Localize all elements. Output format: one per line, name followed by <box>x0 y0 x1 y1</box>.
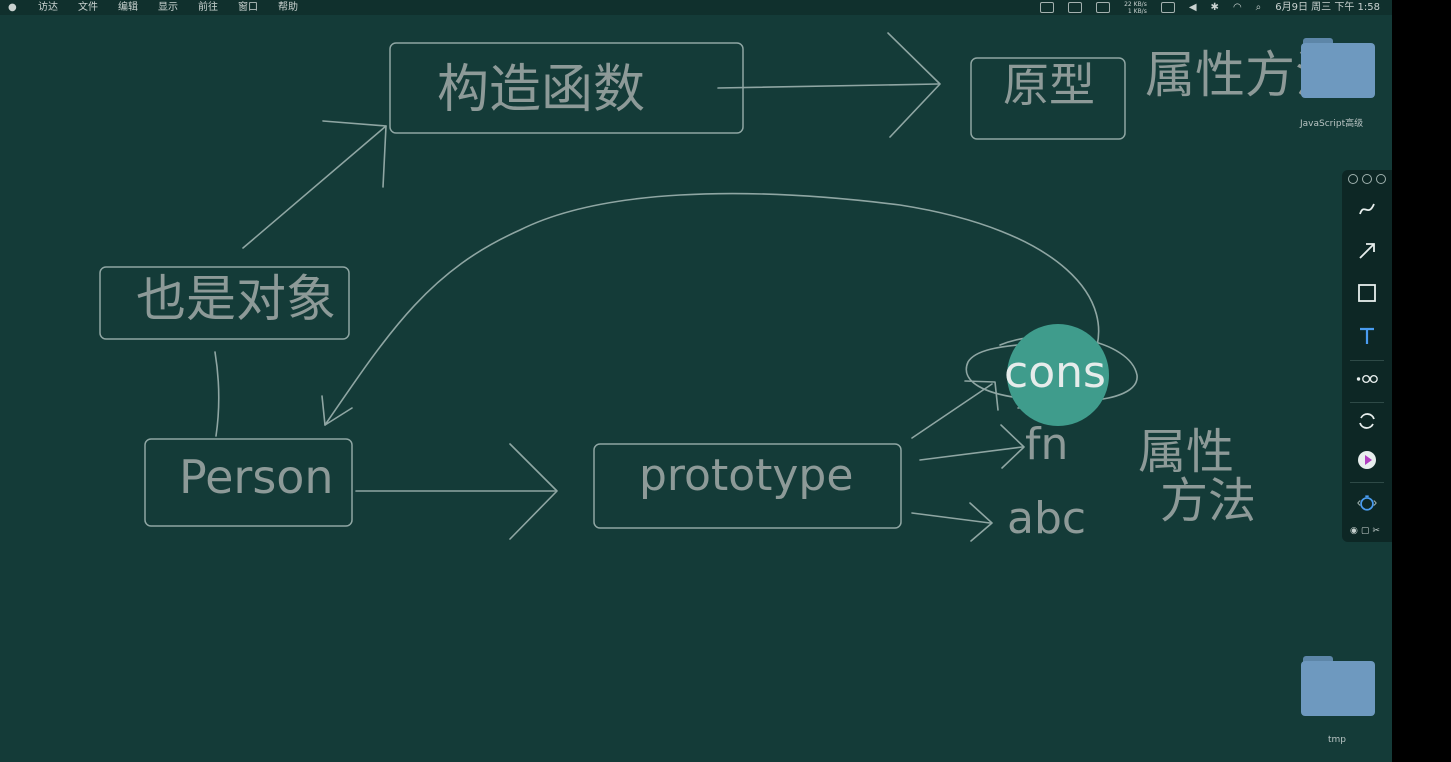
screen-icon[interactable] <box>1040 2 1055 13</box>
bluetooth-icon[interactable]: ✱ <box>1210 2 1219 13</box>
apple-menu-icon[interactable]: ● <box>8 2 17 13</box>
rectangle-icon[interactable] <box>1354 280 1380 306</box>
network-speed: 22 KB/s 1 KB/s <box>1124 1 1147 15</box>
curve-cons-to-person <box>324 192 1100 426</box>
prototype-label: prototype <box>639 450 854 501</box>
folder-tab <box>1303 656 1333 664</box>
cursor-spotlight <box>1007 324 1109 426</box>
net-up: 22 KB/s <box>1124 0 1147 8</box>
spotlight-search-icon[interactable]: ⌕ <box>1255 2 1262 13</box>
constructor-label: 构造函数 <box>437 60 646 120</box>
arrow-constructor-to-prototype <box>717 83 939 89</box>
net-down: 1 KB/s <box>1127 7 1147 15</box>
arrowhead-person-prototype <box>509 443 558 540</box>
cons-label: cons <box>1004 347 1106 398</box>
arrow-object-to-constructor <box>242 125 387 249</box>
pen-icon[interactable] <box>1354 196 1380 222</box>
menu-finder[interactable]: 访达 <box>38 2 58 13</box>
wifi-icon[interactable]: ◠ <box>1232 2 1242 13</box>
annotation-strokes <box>99 32 1138 542</box>
menu-list: 访达 文件 编辑 显示 前往 窗口 帮助 <box>38 0 298 15</box>
toolbar-minimize-icon[interactable] <box>1376 174 1386 184</box>
toolbar-divider <box>1350 360 1384 361</box>
menu-edit[interactable]: 编辑 <box>118 2 138 13</box>
rotate-icon[interactable] <box>1354 408 1380 434</box>
arrowhead-abc <box>969 502 993 542</box>
abc-label: abc <box>1007 493 1087 544</box>
timer-icon[interactable] <box>1354 490 1380 516</box>
cut-icon[interactable]: ✂ <box>1372 526 1380 536</box>
annotation-toolbar: ◉ ▢ ✂ <box>1342 170 1392 542</box>
toolbar-footer: ◉ ▢ ✂ <box>1350 526 1380 536</box>
also-object-box <box>99 266 350 340</box>
arrowhead-constructor-prototype <box>887 32 941 138</box>
folder-javascript-label[interactable]: JavaScript高级 <box>1300 119 1364 129</box>
folder-tmp-label[interactable]: tmp <box>1328 735 1347 745</box>
control-center-icon[interactable] <box>1160 2 1175 13</box>
toolbar-divider <box>1350 402 1384 403</box>
arrowhead-curve-person <box>321 395 353 426</box>
screen-capture-icon[interactable]: ▢ <box>1360 526 1370 536</box>
text-icon[interactable] <box>1354 323 1380 349</box>
menu-window[interactable]: 窗口 <box>238 2 258 13</box>
prototype-zh-label: 原型 <box>1003 58 1095 112</box>
arrow-to-fn <box>919 446 1023 461</box>
methods-label: 方法 <box>1160 473 1257 529</box>
folder-tab <box>1303 38 1333 46</box>
menu-view[interactable]: 显示 <box>158 2 178 13</box>
drawing-canvas[interactable]: 构造函数 原型 属性方法 也是对象 Person prototype cons … <box>0 15 1392 762</box>
link-icon[interactable] <box>1354 366 1380 392</box>
prototype-zh-box <box>970 57 1126 140</box>
folder-body <box>1301 43 1375 98</box>
folder-tmp-icon[interactable] <box>1301 656 1375 716</box>
battery-icon[interactable] <box>1096 2 1111 13</box>
menu-go[interactable]: 前往 <box>198 2 218 13</box>
screen-edge <box>1392 0 1451 762</box>
person-label: Person <box>179 450 334 504</box>
props-label: 属性 <box>1138 424 1235 480</box>
arrowhead-fn <box>1000 424 1025 469</box>
arrowhead-cons <box>964 380 999 411</box>
clock[interactable]: 6月9日 周三 下午 1:58 <box>1275 2 1380 13</box>
fn-label: fn <box>1025 419 1069 470</box>
menu-help[interactable]: 帮助 <box>278 2 298 13</box>
menubar: ● 访达 文件 编辑 显示 前往 窗口 帮助 22 KB/s 1 KB/s ◀ … <box>0 0 1392 15</box>
line-object-to-person <box>214 351 220 437</box>
arrowhead-object-constructor <box>322 120 387 188</box>
person-box <box>144 438 353 527</box>
status-area: 22 KB/s 1 KB/s ◀ ✱ ◠ ⌕ 6月9日 周三 下午 1:58 <box>1040 0 1380 15</box>
arrow-icon[interactable] <box>1354 238 1380 264</box>
app-icon[interactable] <box>1068 2 1083 13</box>
arrow-to-abc <box>911 512 991 524</box>
toolbar-close-icon[interactable] <box>1348 174 1358 184</box>
volume-icon[interactable]: ◀ <box>1188 2 1197 13</box>
menu-file[interactable]: 文件 <box>78 2 98 13</box>
prototype-box <box>593 443 902 529</box>
folder-javascript-icon[interactable] <box>1301 38 1375 98</box>
toolbar-window-controls <box>1348 174 1386 184</box>
play-icon[interactable] <box>1354 447 1380 473</box>
toolbar-pin-icon[interactable] <box>1362 174 1372 184</box>
eraser-icon[interactable]: ◉ <box>1350 526 1358 536</box>
toolbar-divider <box>1350 482 1384 483</box>
arrow-to-cons <box>911 383 993 439</box>
also-object-label: 也是对象 <box>136 270 336 328</box>
folder-body <box>1301 661 1375 716</box>
